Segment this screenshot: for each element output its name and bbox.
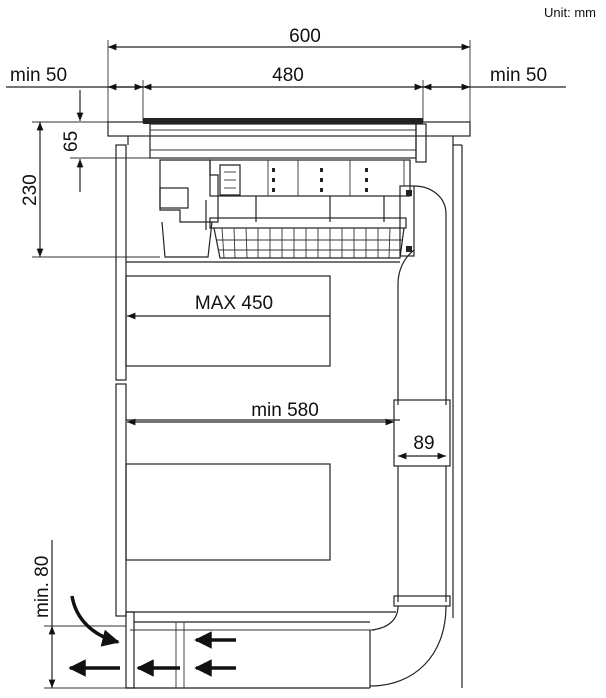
duct-width-label: 89 bbox=[413, 433, 434, 454]
min-right-label: min 50 bbox=[490, 65, 547, 86]
hob-unit bbox=[149, 123, 427, 259]
min-gap-label: min. 80 bbox=[32, 556, 53, 618]
dimension-max-drawer: MAX 450 bbox=[127, 293, 330, 320]
max-drawer-label: MAX 450 bbox=[195, 293, 273, 314]
unit-label: Unit: mm bbox=[544, 5, 596, 20]
dimension-duct-width: 89 bbox=[398, 433, 446, 460]
dimension-hob-width: 480 bbox=[142, 65, 424, 122]
total-width-label: 600 bbox=[289, 26, 321, 47]
dimension-min-cabinet: min 580 bbox=[127, 400, 394, 426]
airflow-arrows bbox=[68, 595, 236, 677]
dimension-min-left: min 50 bbox=[6, 65, 143, 91]
dimension-worktop-thickness: 65 bbox=[61, 90, 150, 192]
worktop bbox=[107, 118, 471, 145]
min-left-label: min 50 bbox=[10, 65, 67, 86]
dimension-min-gap: min. 80 bbox=[32, 540, 126, 689]
min-cabinet-label: min 580 bbox=[251, 400, 319, 421]
dimension-min-right: min 50 bbox=[423, 65, 566, 91]
dimension-hob-depth: 230 bbox=[20, 121, 160, 258]
hob-depth-label: 230 bbox=[20, 174, 41, 206]
hob-width-label: 480 bbox=[272, 65, 304, 86]
cabinet bbox=[115, 144, 463, 689]
exhaust-duct bbox=[369, 185, 451, 688]
dimension-total-width: 600 bbox=[107, 26, 471, 122]
worktop-thickness-label: 65 bbox=[61, 131, 82, 152]
